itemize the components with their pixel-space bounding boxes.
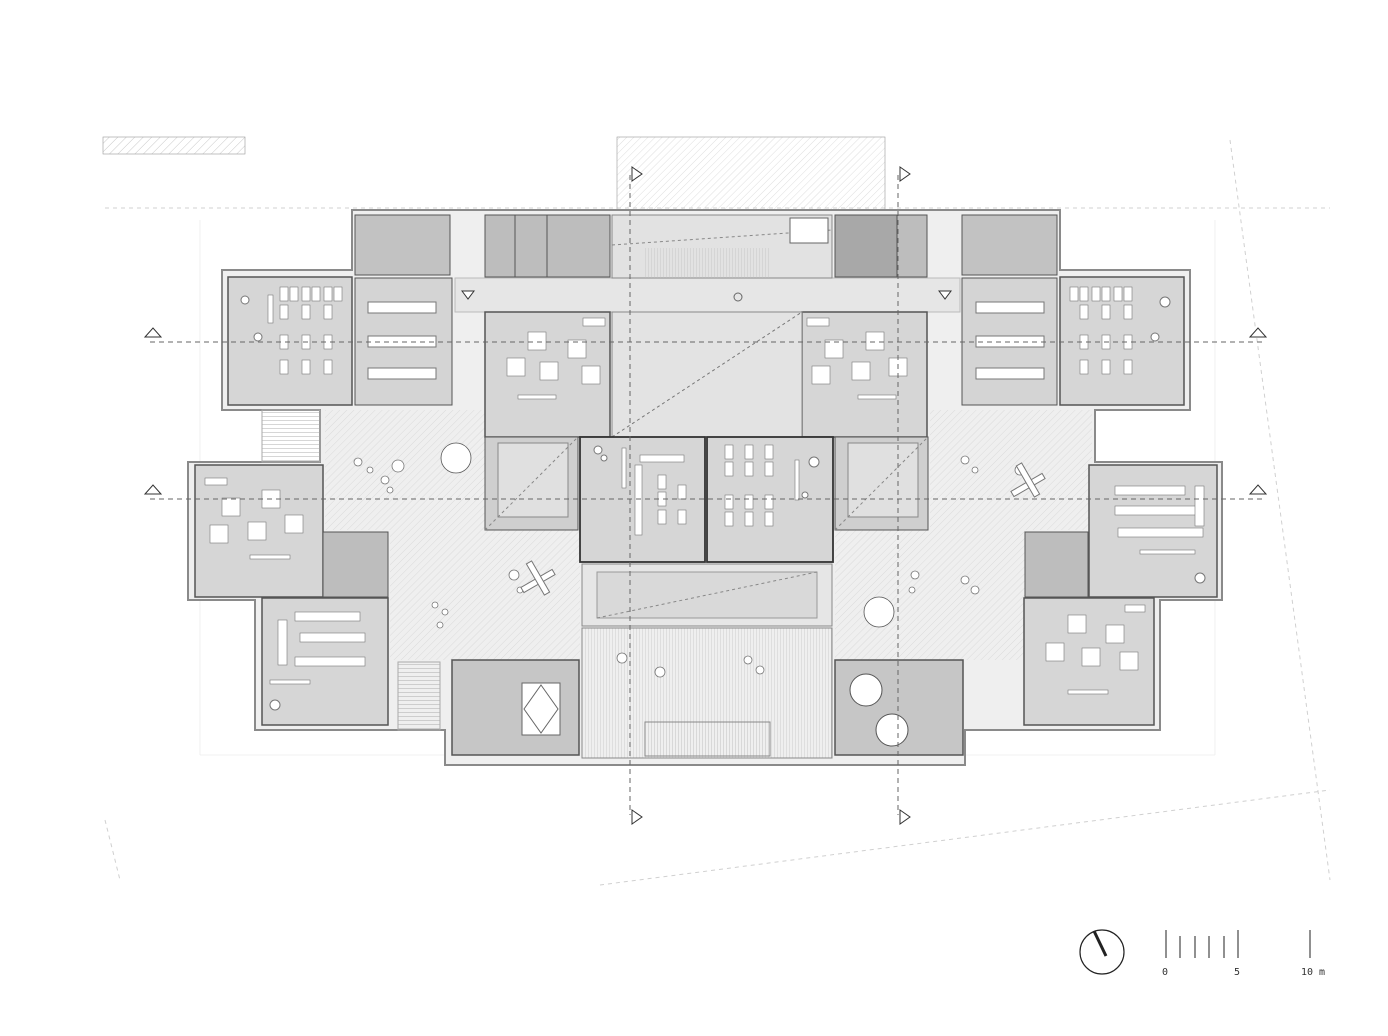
stair-top-diag	[611, 229, 833, 246]
top-corridor	[454, 277, 961, 313]
scale-bar: 0 5 10 m	[1162, 930, 1325, 978]
classroom-center-left	[579, 436, 706, 563]
service-room-1	[484, 214, 516, 278]
elevation-marker-left-1	[143, 327, 163, 338]
classroom-top-center-left	[484, 311, 611, 438]
lower-void-diag	[596, 571, 818, 619]
classroom-center-right	[706, 436, 834, 563]
storage-room-tr	[961, 214, 1058, 276]
classroom-bottom-right	[1023, 597, 1155, 726]
section-marker-group	[143, 166, 1268, 825]
hall-hatch-left-bottom	[390, 530, 580, 660]
classroom-top-right	[1059, 276, 1185, 406]
hall-hatch-right-bottom	[835, 530, 1025, 660]
classroom-bottom-left	[261, 597, 389, 726]
bench-t-right	[1010, 462, 1046, 498]
lightwell-right-inner	[847, 442, 919, 518]
hatched-entrance-top	[616, 136, 886, 213]
service-room-3	[546, 214, 611, 278]
side-stair-bottom-left	[397, 661, 441, 731]
elevation-marker-right-2	[1248, 484, 1268, 495]
service-room-5	[896, 214, 928, 278]
service-room-4	[834, 214, 898, 278]
classroom-top-center-right	[801, 311, 928, 438]
side-stair-left	[261, 409, 321, 463]
section-marker-bottom-left	[631, 809, 643, 825]
scale-label-10m: 10 m	[1301, 967, 1325, 978]
section-marker-bottom-right	[899, 809, 911, 825]
gym-room-bottom-right	[834, 659, 964, 756]
north-arrow	[1079, 929, 1125, 975]
section-marker-top-left	[631, 166, 643, 182]
elevation-marker-right-1	[1248, 327, 1268, 338]
scale-label-5: 5	[1234, 967, 1240, 978]
hall-hatch-right	[930, 410, 1092, 530]
storage-room-tl	[354, 214, 451, 276]
lightwell-left-inner	[497, 442, 569, 518]
art-room-bottom-left	[451, 659, 580, 756]
classroom-middle-right	[1088, 464, 1218, 598]
elevation-marker-left-2	[143, 484, 163, 495]
storage-middle-right	[1024, 531, 1089, 598]
north-arrow-circle	[1079, 929, 1125, 975]
level-marker-right	[938, 290, 952, 300]
scale-label-0: 0	[1162, 967, 1168, 978]
section-marker-top-right	[899, 166, 911, 182]
center-datum-marker	[733, 292, 743, 302]
hall-objects	[353, 442, 1026, 678]
hatched-neighbor-top-left	[102, 136, 246, 155]
level-marker-left	[461, 290, 475, 300]
classroom-middle-left	[194, 464, 324, 598]
kitchen-sink	[789, 217, 829, 244]
atrium-diag	[611, 311, 803, 438]
lightwell-left-diag	[484, 436, 579, 531]
classroom-top-left	[227, 276, 353, 406]
bench-t-left	[520, 560, 556, 596]
north-arrow-needle	[1092, 930, 1108, 957]
scale-bar-ticks	[1165, 930, 1311, 958]
section-lines	[150, 175, 1265, 815]
storage-middle-left	[322, 531, 389, 598]
lightwell-right-diag	[834, 436, 929, 531]
service-room-2	[514, 214, 548, 278]
stair-top-steps	[645, 248, 770, 278]
entrance-stair	[644, 721, 771, 757]
site-context	[104, 139, 1331, 886]
